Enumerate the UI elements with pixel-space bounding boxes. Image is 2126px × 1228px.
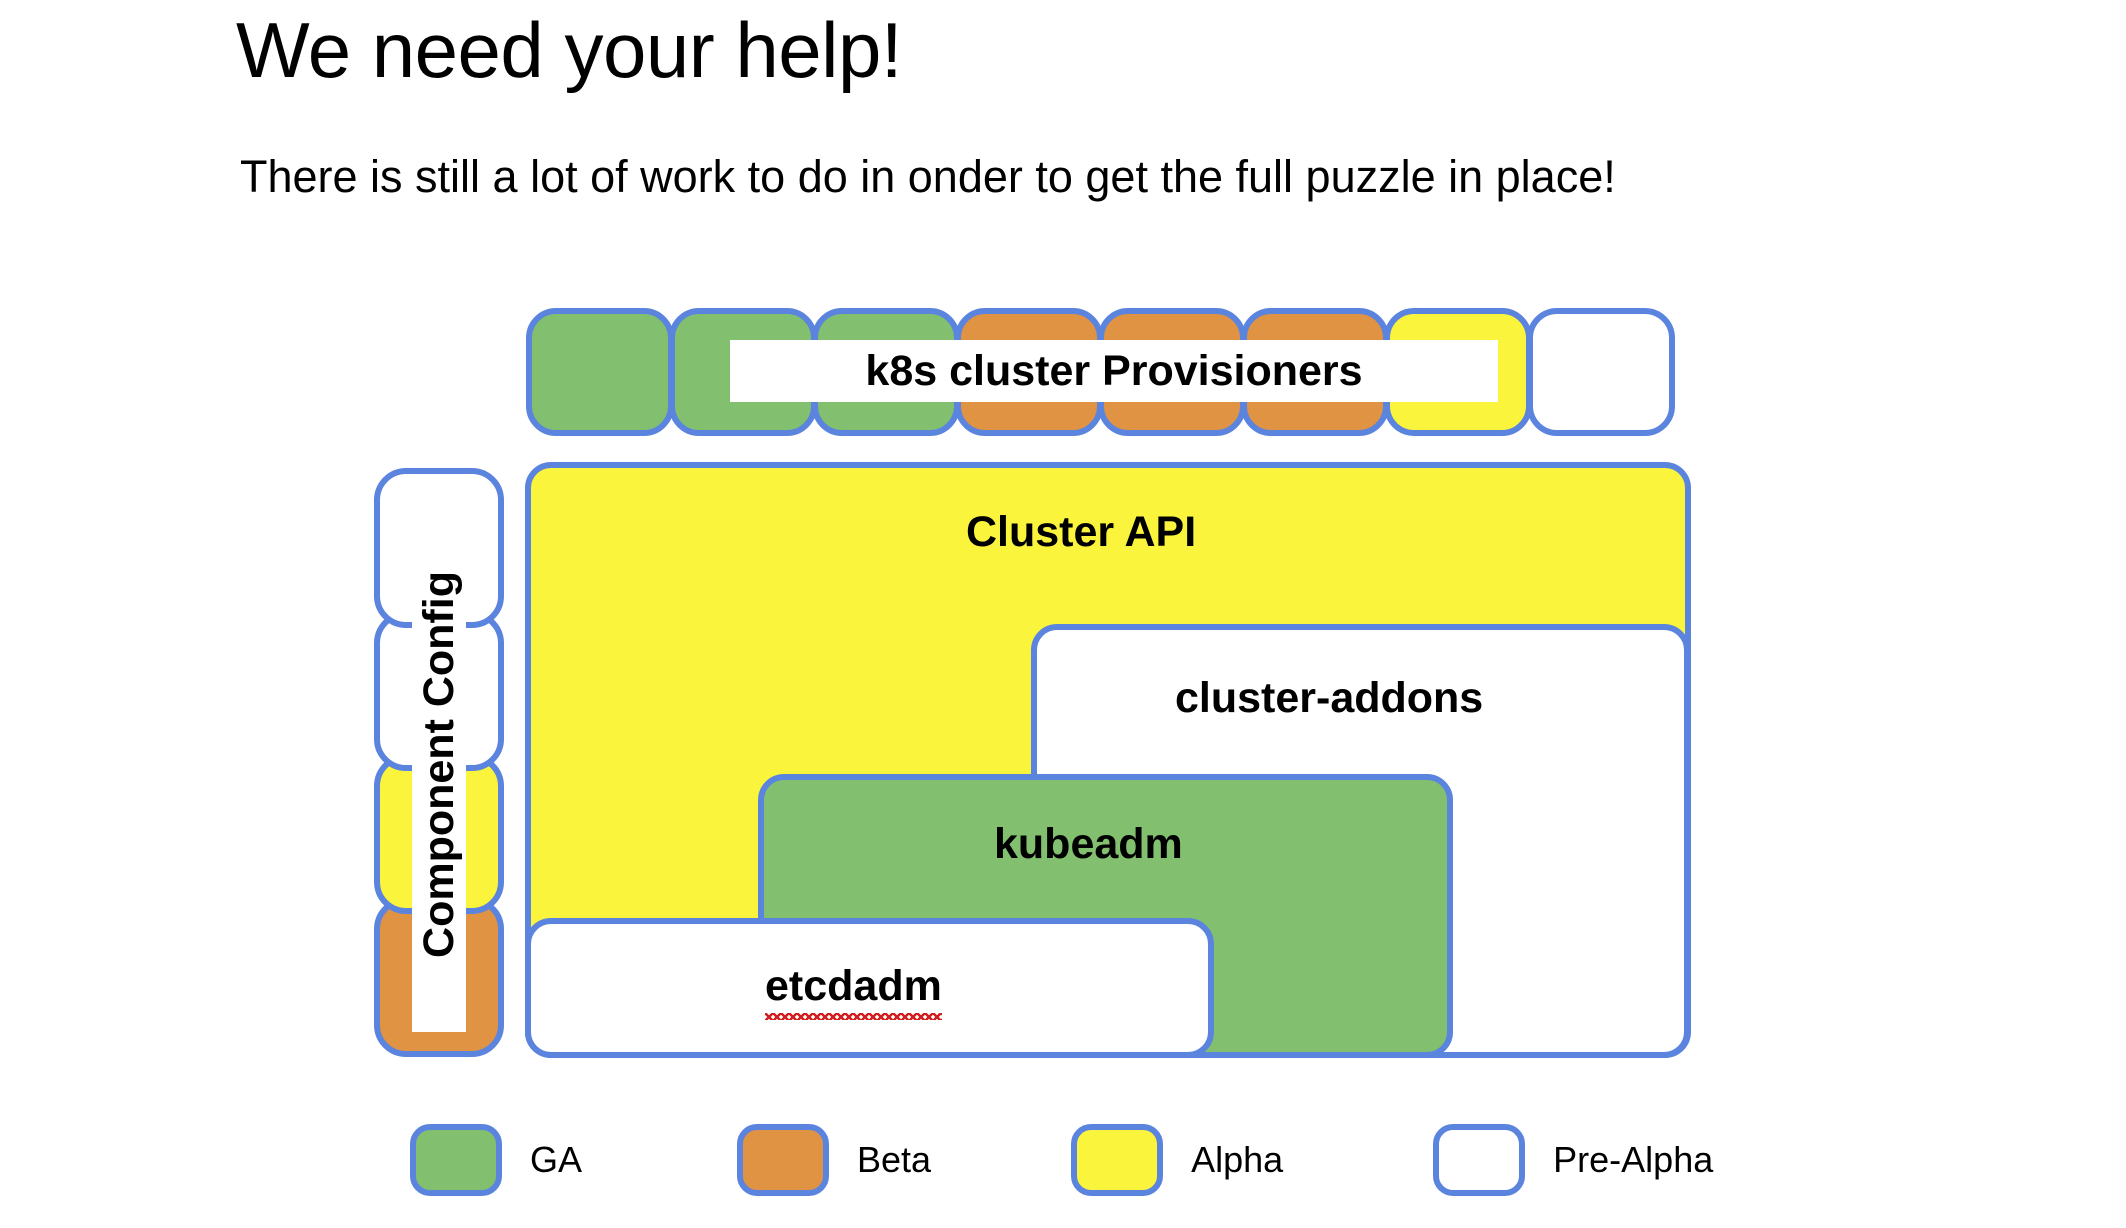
page-subtitle: There is still a lot of work to do in on… (240, 151, 1616, 202)
legend-item-beta: Beta (737, 1122, 931, 1198)
legend-label: Alpha (1191, 1139, 1284, 1180)
legend-item-ga: GA (410, 1122, 582, 1198)
legend-swatch-beta (737, 1124, 830, 1196)
provisioner-box-1[interactable] (526, 308, 674, 436)
legend-item-pre-alpha: Pre-Alpha (1433, 1122, 1713, 1198)
legend-swatch-alpha (1071, 1124, 1164, 1196)
node-etcdadm[interactable] (525, 918, 1214, 1058)
legend-label: GA (530, 1139, 583, 1180)
component-config-label: Component Config (412, 496, 466, 1032)
legend-label: Pre-Alpha (1553, 1139, 1714, 1180)
page-title: We need your help! (236, 6, 903, 94)
provisioner-box-8[interactable] (1527, 308, 1675, 436)
component-config-label-text: Component Config (414, 570, 463, 958)
legend-label: Beta (857, 1139, 932, 1180)
legend-item-alpha: Alpha (1071, 1122, 1283, 1198)
legend-swatch-ga (410, 1124, 502, 1196)
node-etcdadm-label-text: etcdadm (765, 962, 942, 1020)
node-etcdadm-label: etcdadm (765, 962, 942, 1020)
provisioner-row-label: k8s cluster Provisioners (730, 340, 1498, 402)
legend-swatch-pre (1433, 1124, 1526, 1196)
node-cluster-api-label: Cluster API (966, 508, 1197, 556)
legend: GA Beta Alpha Pre-Alpha (410, 1122, 1713, 1198)
node-kubeadm-label: kubeadm (994, 820, 1183, 868)
provisioner-row (526, 308, 1690, 436)
node-cluster-addons-label: cluster-addons (1175, 674, 1484, 722)
